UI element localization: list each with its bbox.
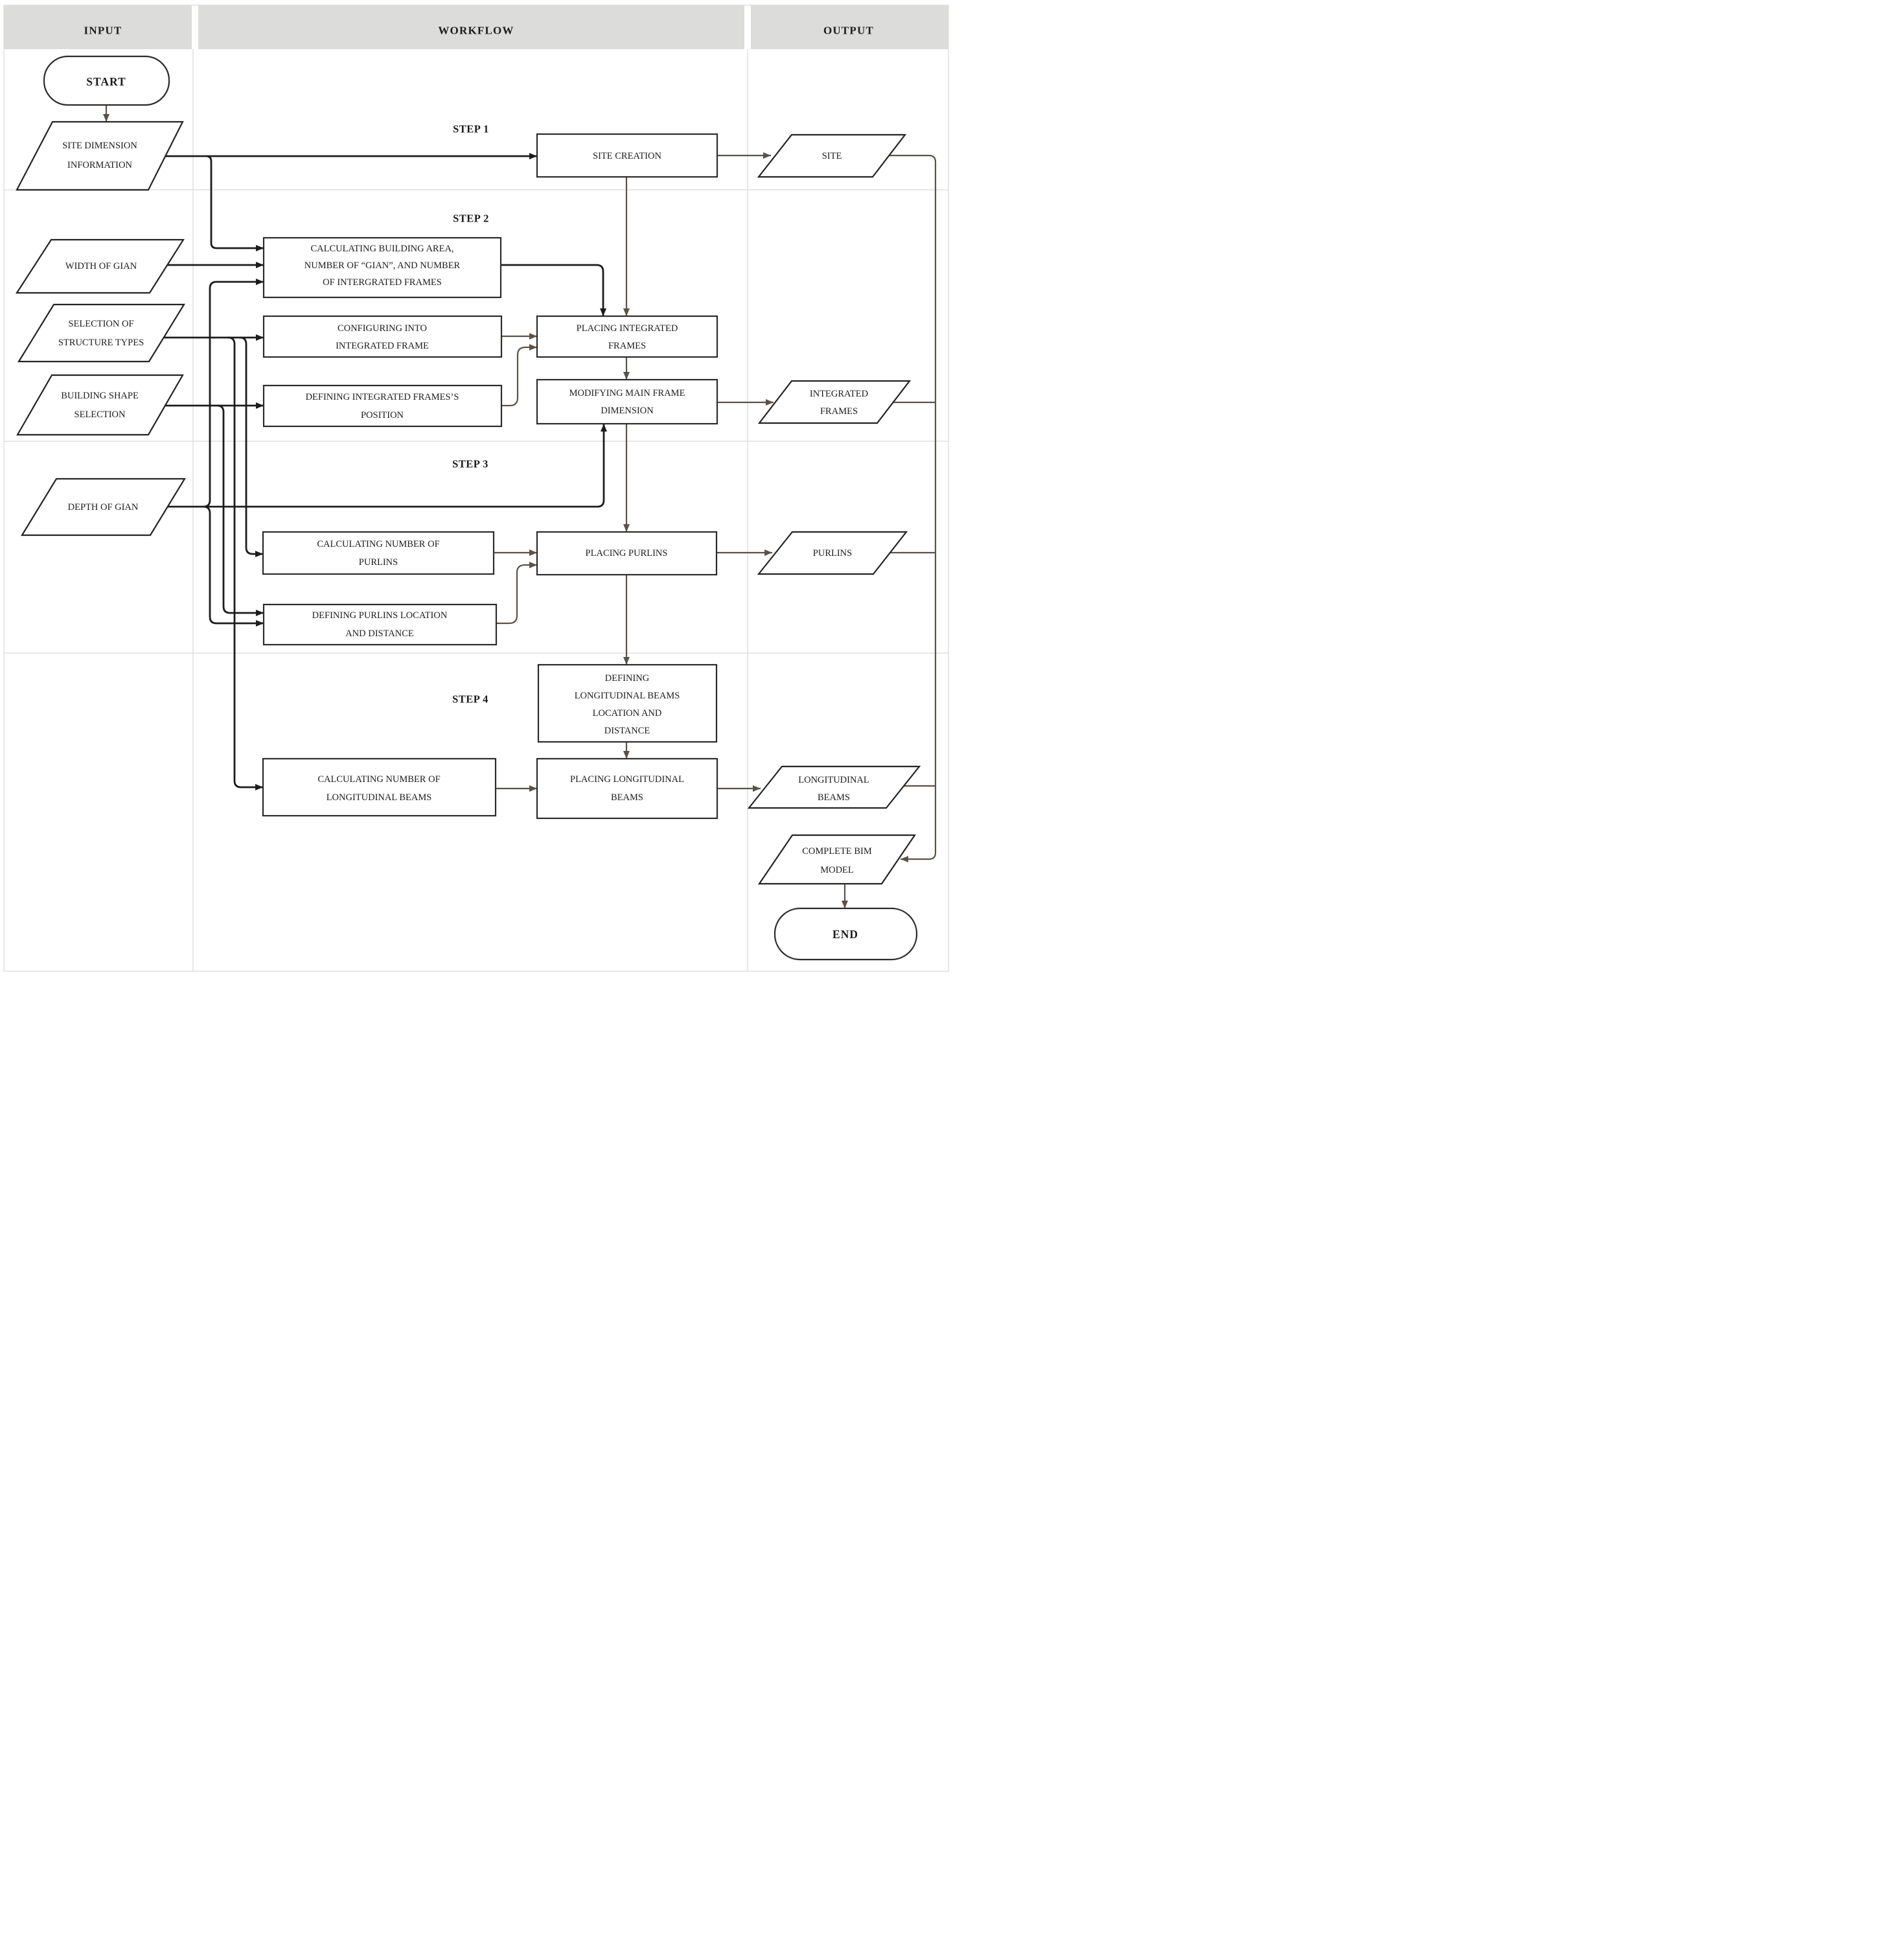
connectors-flow — [103, 105, 937, 908]
svg-text:INTEGRATED: INTEGRATED — [810, 389, 868, 399]
svg-text:POSITION: POSITION — [361, 410, 404, 420]
node-start: START — [43, 55, 170, 106]
svg-text:END: END — [832, 928, 858, 941]
svg-text:START: START — [86, 75, 126, 88]
svg-text:LONGITUDINAL BEAMS: LONGITUDINAL BEAMS — [575, 691, 680, 701]
step-labels: STEP 1 STEP 2 STEP 3 STEP 4 — [452, 123, 489, 706]
header-band-input — [4, 5, 192, 49]
svg-text:PLACING PURLINS: PLACING PURLINS — [586, 548, 668, 559]
node-output-complete-bim: COMPLETE BIM MODEL — [757, 834, 917, 885]
node-output-longitudinal-beams: LONGITUDINAL BEAMS — [747, 765, 921, 809]
node-input-width-of-gian: WIDTH OF GIAN — [15, 238, 185, 294]
node-calc-beams: CALCULATING NUMBER OF LONGITUDINAL BEAMS — [262, 757, 497, 817]
node-calc-building-area: CALCULATING BUILDING AREA, NUMBER OF “GI… — [262, 236, 502, 299]
lane-title-workflow: WORKFLOW — [438, 25, 514, 37]
svg-text:CALCULATING NUMBER OF: CALCULATING NUMBER OF — [317, 539, 439, 549]
svg-text:SELECTION OF: SELECTION OF — [68, 319, 133, 329]
svg-text:STRUCTURE TYPES: STRUCTURE TYPES — [58, 338, 144, 348]
flowchart-page: INPUT WORKFLOW OUTPUT STEP 1 STEP 2 STEP… — [0, 0, 952, 979]
node-placing-purlins: PLACING PURLINS — [536, 531, 718, 576]
svg-text:OF INTERGRATED FRAMES: OF INTERGRATED FRAMES — [323, 277, 442, 288]
svg-text:CONFIGURING INTO: CONFIGURING INTO — [338, 323, 427, 334]
svg-text:DIMENSION: DIMENSION — [601, 406, 654, 416]
svg-text:SELECTION: SELECTION — [75, 409, 126, 420]
svg-text:NUMBER OF “GIAN”, AND NUMBER: NUMBER OF “GIAN”, AND NUMBER — [304, 260, 461, 271]
node-output-purlins: PURLINS — [757, 531, 908, 575]
header-band-workflow — [198, 5, 744, 49]
node-output-site: SITE — [757, 133, 907, 178]
node-defining-purlins: DEFINING PURLINS LOCATION AND DISTANCE — [262, 603, 498, 646]
node-defining-frame-position: DEFINING INTEGRATED FRAMES’S POSITION — [262, 384, 503, 428]
node-input-site-dimension: SITE DIMENSION INFORMATION — [16, 121, 184, 191]
edge-outputs-to-completebim — [889, 154, 937, 862]
svg-text:CALCULATING NUMBER OF: CALCULATING NUMBER OF — [317, 774, 440, 785]
edge-definingpurlins-to-placingpurlins — [496, 562, 537, 625]
edge-depth-to-definingpurlins — [203, 505, 264, 627]
svg-text:FRAMES: FRAMES — [608, 341, 646, 351]
edge-selection-to-calcbeams — [227, 336, 263, 790]
lane-title-output: OUTPUT — [823, 25, 874, 37]
node-output-integrated-frames: INTEGRATED FRAMES — [757, 380, 912, 424]
connectors-input — [163, 153, 607, 790]
node-end: END — [774, 907, 918, 961]
svg-text:FRAMES: FRAMES — [820, 406, 858, 417]
node-configuring-frame: CONFIGURING INTO INTEGRATED FRAME — [262, 315, 503, 358]
svg-text:MODIFYING MAIN FRAME: MODIFYING MAIN FRAME — [569, 388, 685, 398]
svg-text:BEAMS: BEAMS — [818, 792, 850, 803]
svg-text:LONGITUDINAL: LONGITUDINAL — [798, 775, 869, 785]
svg-text:CALCULATING BUILDING AREA,: CALCULATING BUILDING AREA, — [310, 244, 453, 254]
svg-text:INFORMATION: INFORMATION — [67, 160, 132, 170]
svg-text:SITE DIMENSION: SITE DIMENSION — [62, 141, 137, 151]
node-placing-beams: PLACING LONGITUDINAL BEAMS — [536, 757, 718, 820]
svg-text:LONGITUDINAL BEAMS: LONGITUDINAL BEAMS — [327, 792, 432, 803]
svg-text:MODEL: MODEL — [820, 865, 854, 875]
step-4-label: STEP 4 — [452, 693, 488, 706]
svg-text:BEAMS: BEAMS — [611, 792, 643, 803]
svg-text:SITE CREATION: SITE CREATION — [593, 151, 661, 161]
node-input-depth-of-gian: DEPTH OF GIAN — [21, 478, 186, 536]
svg-text:COMPLETE BIM: COMPLETE BIM — [802, 846, 872, 857]
svg-text:PURLINS: PURLINS — [359, 557, 398, 568]
svg-text:DEFINING: DEFINING — [605, 673, 650, 684]
step-3-label: STEP 3 — [452, 458, 488, 470]
bim-workflow-diagram: INPUT WORKFLOW OUTPUT STEP 1 STEP 2 STEP… — [3, 5, 949, 972]
svg-text:SITE: SITE — [822, 151, 842, 161]
node-site-creation: SITE CREATION — [536, 133, 718, 178]
svg-text:PURLINS: PURLINS — [813, 548, 852, 559]
svg-text:DISTANCE: DISTANCE — [604, 726, 650, 736]
svg-text:PLACING INTEGRATED: PLACING INTEGRATED — [577, 323, 678, 334]
svg-text:INTEGRATED FRAME: INTEGRATED FRAME — [336, 341, 429, 351]
edge-sitedim-to-calc — [205, 155, 264, 251]
node-input-selection-structure-types: SELECTION OF STRUCTURE TYPES — [17, 303, 185, 363]
edge-buildingshape-to-definingpurlins — [216, 404, 264, 616]
edge-depth-to-modifying — [168, 424, 607, 508]
svg-text:DEFINING PURLINS LOCATION: DEFINING PURLINS LOCATION — [312, 610, 448, 621]
edge-definingpos-to-placingframes — [496, 344, 537, 407]
step-1-label: STEP 1 — [453, 123, 489, 135]
node-input-building-shape: BUILDING SHAPE SELECTION — [16, 374, 184, 436]
node-modifying-dimension: MODIFYING MAIN FRAME DIMENSION — [536, 378, 718, 425]
edge-depth-to-calc — [203, 279, 264, 508]
svg-text:DEPTH OF GIAN: DEPTH OF GIAN — [68, 502, 139, 513]
svg-text:AND DISTANCE: AND DISTANCE — [345, 628, 414, 639]
edge-selection-to-calcpurlins — [239, 336, 263, 557]
svg-text:LOCATION AND: LOCATION AND — [593, 708, 662, 719]
header-row: INPUT WORKFLOW OUTPUT — [4, 5, 948, 49]
node-placing-frames: PLACING INTEGRATED FRAMES — [536, 315, 718, 358]
edge-calc-to-placingframes — [501, 264, 606, 316]
header-band-output — [751, 5, 948, 49]
svg-text:DEFINING INTEGRATED FRAMES’S: DEFINING INTEGRATED FRAMES’S — [306, 392, 459, 402]
lane-title-input: INPUT — [84, 25, 122, 37]
svg-text:WIDTH OF GIAN: WIDTH OF GIAN — [65, 261, 137, 271]
svg-text:PLACING LONGITUDINAL: PLACING LONGITUDINAL — [570, 774, 684, 785]
svg-text:BUILDING SHAPE: BUILDING SHAPE — [61, 391, 139, 401]
step-2-label: STEP 2 — [453, 213, 489, 225]
node-calc-purlins: CALCULATING NUMBER OF PURLINS — [262, 531, 495, 575]
node-defining-beams: DEFINING LONGITUDINAL BEAMS LOCATION AND… — [537, 663, 718, 743]
